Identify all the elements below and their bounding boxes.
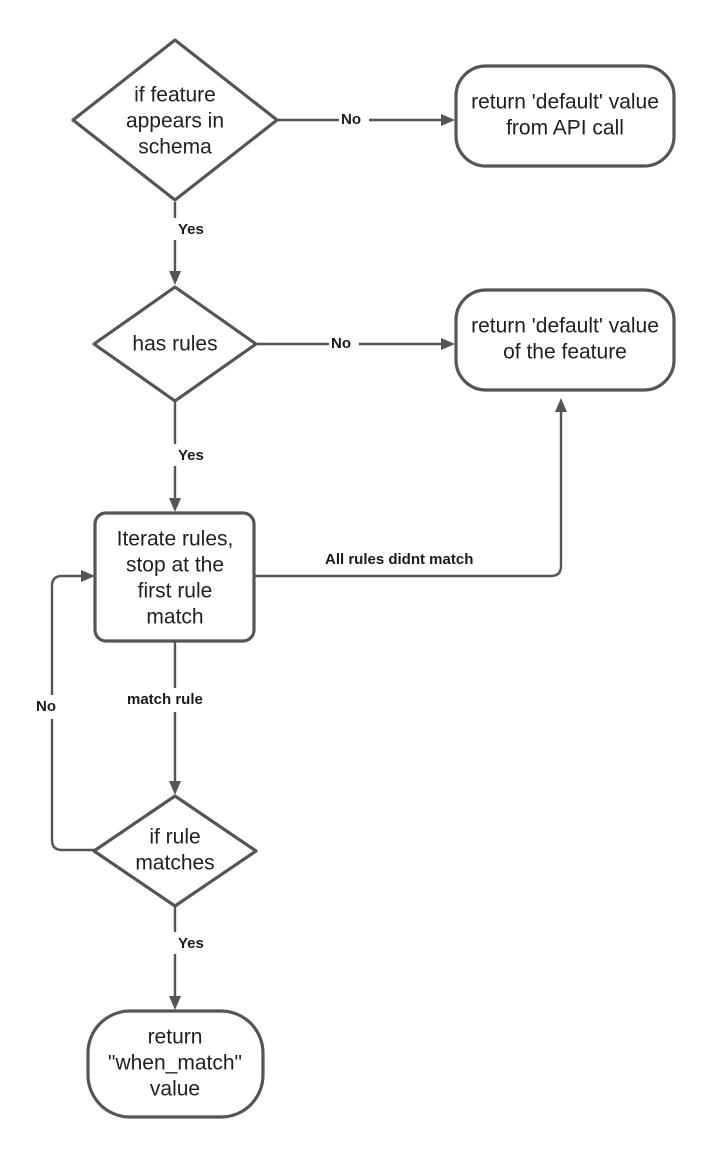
- node-iterate-rules-line-2: first rule: [138, 580, 213, 603]
- node-has-rules-shape[interactable]: [92, 285, 258, 403]
- edge-label-hasrules-no: No: [331, 335, 351, 352]
- node-if-feature-appears-in-schema-shape[interactable]: [71, 38, 279, 202]
- node-if-feature-appears-in-schema-line-2: schema: [138, 136, 212, 159]
- edge-iterate-nomatch-arrowhead: [555, 398, 567, 412]
- edge-schema-yes: Yes: [168, 202, 208, 285]
- edge-hasrules-no-label-bg: [329, 332, 359, 356]
- edge-label-rulematches-no: No: [36, 698, 56, 715]
- edge-label-hasrules-yes: Yes: [178, 447, 204, 464]
- edge-label-schema-no: No: [341, 111, 361, 128]
- edge-hasrules-yes: Yes: [168, 402, 208, 512]
- node-return-default-from-api-call-line-1: from API call: [506, 117, 624, 140]
- node-return-default-of-the-feature-shape[interactable]: [454, 288, 676, 392]
- node-return-default-of-the-feature-line-1: of the feature: [503, 341, 627, 364]
- node-return-when-match-value-line-0: return: [148, 1026, 203, 1049]
- edge-rulematches-no-arrowhead: [81, 570, 95, 582]
- edge-rulematches-yes-label-bg: [168, 932, 208, 954]
- edge-iterate-matchrule: match rule: [122, 642, 230, 795]
- edge-schema-yes-label-bg: [168, 218, 208, 240]
- node-return-default-from-api-call[interactable]: return 'default' value from API call: [454, 64, 676, 168]
- node-if-rule-matches-shape[interactable]: [92, 794, 258, 908]
- edge-iterate-nomatch-label-bg: [320, 546, 500, 570]
- node-if-feature-appears-in-schema-line-1: appears in: [126, 110, 224, 133]
- node-if-rule-matches-line-1: matches: [135, 852, 214, 875]
- node-if-feature-appears-in-schema[interactable]: if feature appears in schema: [71, 38, 279, 202]
- node-has-rules[interactable]: has rules: [92, 285, 258, 403]
- node-iterate-rules-shape[interactable]: [93, 511, 256, 643]
- edge-hasrules-no-arrowhead: [441, 338, 455, 350]
- node-return-default-of-the-feature-line-0: return 'default' value: [471, 315, 659, 338]
- node-return-when-match-value-shape[interactable]: [86, 1009, 265, 1119]
- edge-hasrules-no: No: [257, 332, 455, 356]
- node-iterate-rules-line-3: match: [146, 606, 203, 629]
- edge-schema-no-arrowhead: [441, 114, 455, 126]
- edge-hasrules-yes-arrowhead: [169, 498, 181, 512]
- node-if-rule-matches[interactable]: if rule matches: [92, 794, 258, 908]
- edge-rulematches-no-label-bg: [34, 695, 70, 719]
- node-return-default-from-api-call-line-0: return 'default' value: [471, 91, 659, 114]
- edge-label-iterate-matchrule: match rule: [127, 691, 203, 708]
- edge-rulematches-yes: Yes: [168, 907, 208, 1010]
- edge-iterate-matchrule-arrowhead: [169, 781, 181, 795]
- node-return-default-of-the-feature[interactable]: return 'default' value of the feature: [454, 288, 676, 392]
- node-return-when-match-value[interactable]: return "when_match" value: [86, 1009, 265, 1119]
- edge-rulematches-no: No: [34, 570, 95, 852]
- node-iterate-rules-line-1: stop at the: [126, 554, 224, 577]
- node-return-default-from-api-call-shape[interactable]: [454, 64, 676, 168]
- node-iterate-rules-line-0: Iterate rules,: [117, 528, 234, 551]
- edge-schema-no: No: [277, 108, 455, 132]
- edge-rulematches-yes-arrowhead: [169, 996, 181, 1010]
- edge-schema-yes-arrowhead: [169, 271, 181, 285]
- edge-iterate-matchrule-label-bg: [122, 688, 230, 712]
- node-iterate-rules[interactable]: Iterate rules, stop at the first rule ma…: [93, 511, 256, 643]
- edge-iterate-nomatch-line: [255, 406, 563, 578]
- edge-label-rulematches-yes: Yes: [178, 935, 204, 952]
- edge-label-schema-yes: Yes: [178, 221, 204, 238]
- edge-label-iterate-nomatch: All rules didnt match: [325, 551, 473, 568]
- node-return-when-match-value-line-2: value: [150, 1078, 200, 1101]
- edge-iterate-nomatch: All rules didnt match: [255, 398, 567, 578]
- node-return-when-match-value-line-1: "when_match": [108, 1052, 242, 1075]
- edge-schema-no-label-bg: [339, 108, 369, 132]
- node-if-rule-matches-line-0: if rule: [149, 826, 200, 849]
- node-has-rules-line-0: has rules: [132, 333, 217, 356]
- edge-hasrules-yes-label-bg: [168, 444, 208, 466]
- node-if-feature-appears-in-schema-line-0: if feature: [134, 84, 216, 107]
